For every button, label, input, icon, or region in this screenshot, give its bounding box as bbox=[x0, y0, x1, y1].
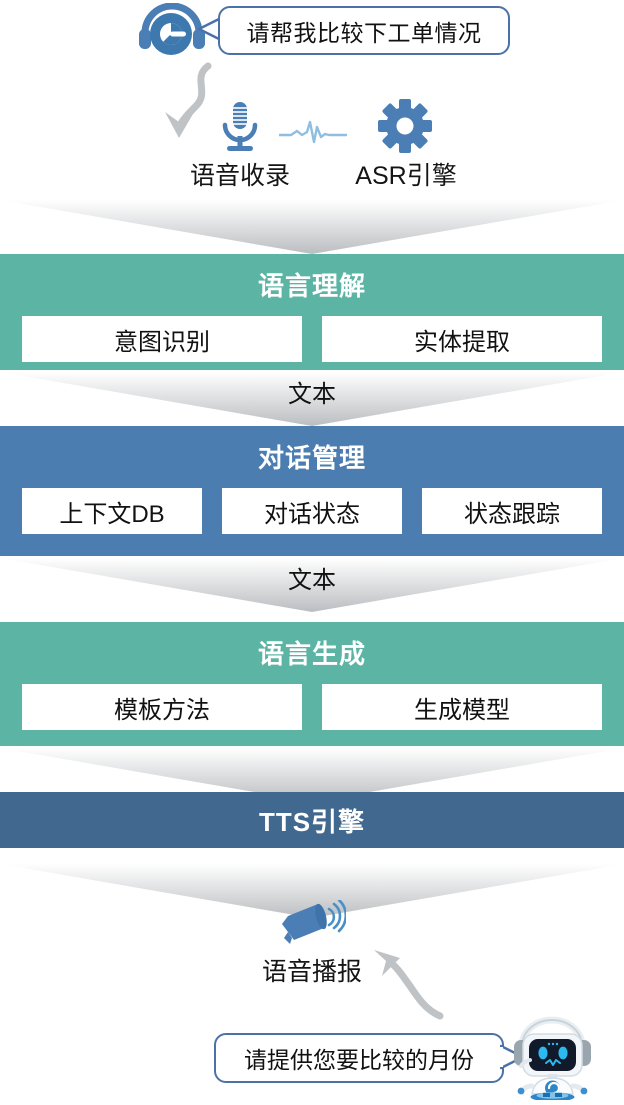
system-reply-bubble: 请提供您要比较的月份 bbox=[214, 1033, 504, 1083]
flow-arrow-5 bbox=[0, 862, 624, 918]
voice-broadcast-label: 语音播报 bbox=[261, 958, 362, 986]
gear-icon bbox=[378, 99, 432, 153]
stage-tts: TTS引擎 bbox=[0, 792, 624, 848]
stage-nlu-boxes: 意图识别 实体提取 bbox=[0, 303, 624, 362]
curved-arrow-up-icon bbox=[370, 948, 450, 1020]
system-reply-text: 请提供您要比较的月份 bbox=[244, 1047, 474, 1073]
stage-nlg-boxes: 模板方法 生成模型 bbox=[0, 671, 624, 730]
stage-nlg: 语言生成 模板方法 生成模型 bbox=[0, 622, 624, 746]
curved-arrow-down-icon bbox=[152, 62, 230, 148]
stage-dm-box-context-db[interactable]: 上下文DB bbox=[22, 488, 202, 534]
user-request-text: 请帮我比较下工单情况 bbox=[246, 19, 482, 46]
megaphone-icon bbox=[278, 898, 348, 946]
robot-icon bbox=[508, 1016, 612, 1102]
flow-arrow-4 bbox=[0, 746, 624, 802]
stage-dm-title: 对话管理 bbox=[257, 443, 366, 473]
stage-nlg-title: 语言生成 bbox=[257, 639, 366, 669]
flow-arrow-3: 文本 bbox=[0, 556, 624, 612]
stage-nlu-title: 语言理解 bbox=[257, 271, 366, 301]
stage-dm-box-state-tracking[interactable]: 状态跟踪 bbox=[422, 488, 602, 534]
stage-dm: 对话管理 上下文DB 对话状态 状态跟踪 bbox=[0, 426, 624, 556]
flow-arrow-2: 文本 bbox=[0, 370, 624, 426]
user-request-bubble: 请帮我比较下工单情况 bbox=[218, 6, 510, 55]
flow-arrow-3-label: 文本 bbox=[288, 567, 336, 594]
audio-waveform-icon bbox=[277, 119, 349, 145]
asr-engine-label: ASR引擎 bbox=[355, 162, 457, 190]
voice-capture-label: 语音收录 bbox=[189, 162, 290, 190]
flow-arrow-1 bbox=[0, 198, 624, 254]
stage-nlu: 语言理解 意图识别 实体提取 bbox=[0, 254, 624, 370]
stage-nlu-box-intent[interactable]: 意图识别 bbox=[22, 316, 302, 362]
stage-nlg-box-generative[interactable]: 生成模型 bbox=[322, 684, 602, 730]
stage-tts-title: TTS引擎 bbox=[258, 806, 366, 837]
stage-nlg-box-template[interactable]: 模板方法 bbox=[22, 684, 302, 730]
headset-icon bbox=[137, 2, 207, 61]
stage-dm-boxes: 上下文DB 对话状态 状态跟踪 bbox=[0, 475, 624, 534]
stage-nlu-box-entity[interactable]: 实体提取 bbox=[322, 316, 602, 362]
flow-arrow-2-label: 文本 bbox=[288, 381, 336, 408]
microphone-icon bbox=[216, 100, 264, 152]
stage-dm-box-dialog-state[interactable]: 对话状态 bbox=[222, 488, 402, 534]
